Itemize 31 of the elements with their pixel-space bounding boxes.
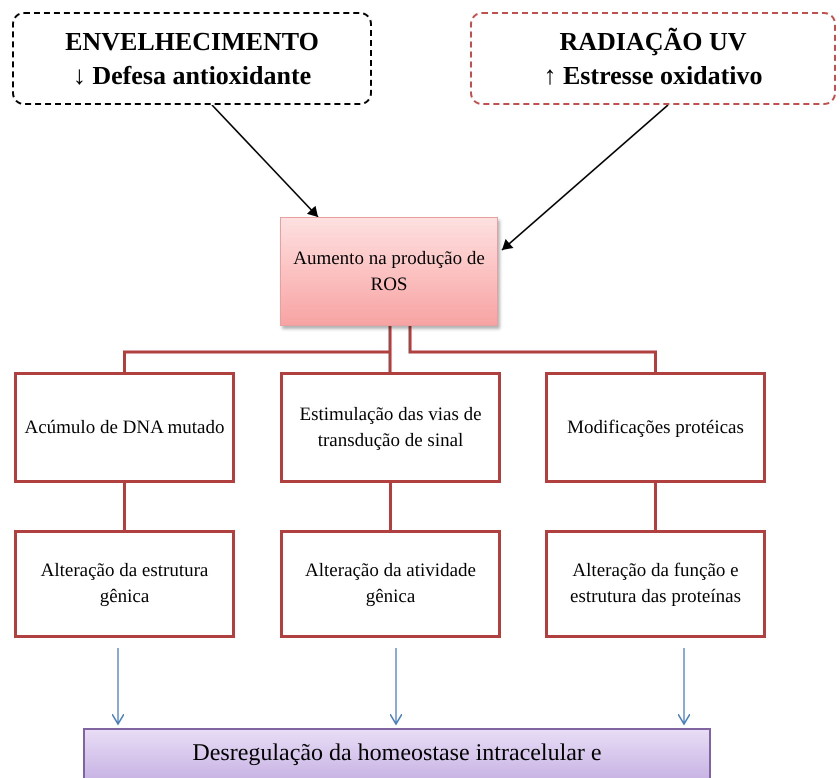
process-box [280,530,501,638]
arrow [501,104,669,251]
central-box [280,217,498,326]
connector-line [654,483,657,530]
node-text: RADIAÇÃO UV [559,26,747,58]
connector-line [389,483,392,530]
connector-line [123,483,126,530]
cause-box [12,12,372,105]
arrow [677,648,691,725]
node-text: ENVELHECIMENTO [65,26,319,58]
process-box [14,530,235,638]
node-text: Desregulação da homeostase intracelular e [192,739,602,768]
outcome-box [83,728,711,778]
node-text: ↑ Estresse oxidativo [543,60,763,92]
node-text: Alteração da função e estrutura das proteínas [569,559,742,609]
arrow [389,648,403,725]
process-box [545,372,766,483]
node-text: Modificações protéicas [567,416,744,440]
arrow [111,648,125,725]
process-box [280,372,501,483]
process-box [14,372,235,483]
cause-box [470,12,836,105]
arrow [211,104,319,218]
node-text: ↓ Defesa antioxidante [72,60,312,92]
node-text: Alteração da atividade gênica [304,559,477,609]
node-text: Acúmulo de DNA mutado [24,416,224,440]
connector-line [408,326,657,372]
node-text: Alteração da estrutura gênica [40,559,210,609]
process-box [545,530,766,638]
node-text: Aumento na produção de ROS [292,246,486,296]
node-text: Estimulação das vias de transdução de sinal [298,402,483,452]
